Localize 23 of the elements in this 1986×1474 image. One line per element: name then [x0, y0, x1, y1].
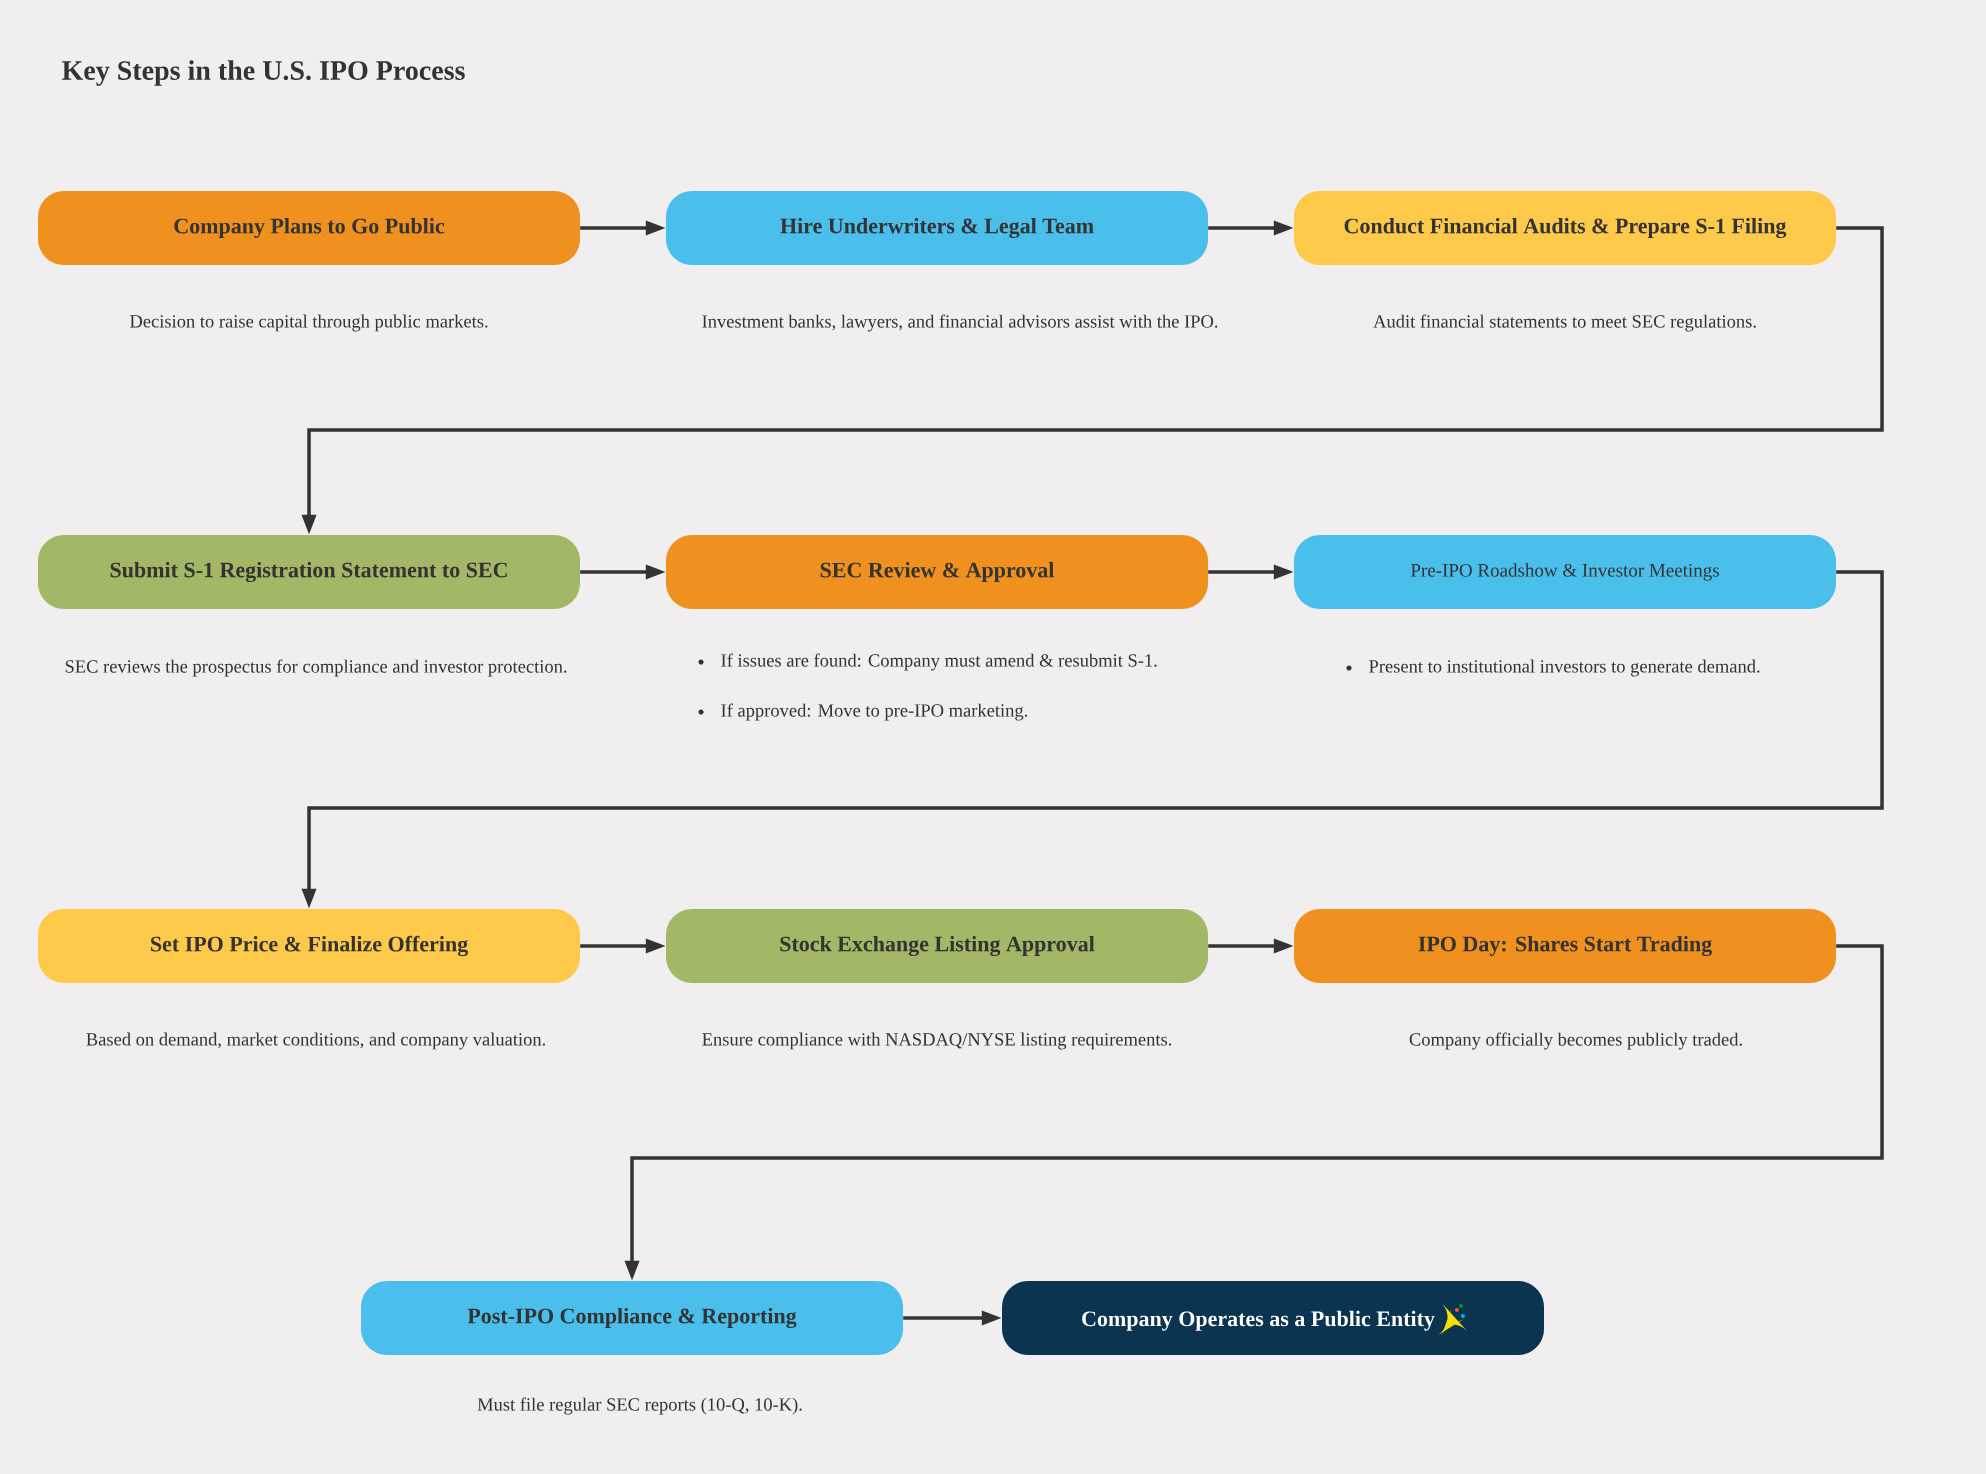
process-box: SEC Review & Approval [666, 535, 1208, 609]
title: Key Steps in the U.S. IPO Process [62, 60, 465, 86]
process-box: Company Operates as a Public Entity [1002, 1281, 1544, 1355]
process-box: Submit S-1 Registration Statement to SEC [38, 535, 580, 609]
process-box: IPO Day: Shares Start Trading [1294, 909, 1836, 983]
process-box: Pre-IPO Roadshow & Investor Meetings [1294, 535, 1836, 609]
description-text: If approved: Move to pre-IPO marketing. [721, 703, 1028, 721]
description-text: Decision to raise capital through public markets. [130, 314, 488, 332]
description-text: Must file regular SEC reports (10-Q, 10-K). [477, 1397, 802, 1415]
description-text: Based on demand, market conditions, and company valuation. [86, 1032, 545, 1050]
process-box: Set IPO Price & Finalize Offering [38, 909, 580, 983]
process-box: Company Plans to Go Public [38, 191, 580, 265]
description-text: Audit financial statements to meet SEC regulations. [1373, 314, 1756, 332]
description-text: Company officially becomes publicly traded. [1409, 1032, 1742, 1050]
description-text: SEC reviews the prospectus for compliance and investor protection. [65, 659, 567, 677]
description-text: Investment banks, lawyers, and financial advisors assist with the IPO. [702, 314, 1218, 332]
process-box: Hire Underwriters & Legal Team [666, 191, 1208, 265]
process-box: Conduct Financial Audits & Prepare S-1 Filing [1294, 191, 1836, 265]
description-text: Ensure compliance with NASDAQ/NYSE listing requirements. [702, 1032, 1172, 1050]
process-box: Post-IPO Compliance & Reporting [361, 1281, 903, 1355]
description-text: Present to institutional investors to generate demand. [1369, 659, 1760, 677]
process-box: Stock Exchange Listing Approval [666, 909, 1208, 983]
description-text: If issues are found: Company must amend & resubmit S-1. [721, 653, 1157, 671]
